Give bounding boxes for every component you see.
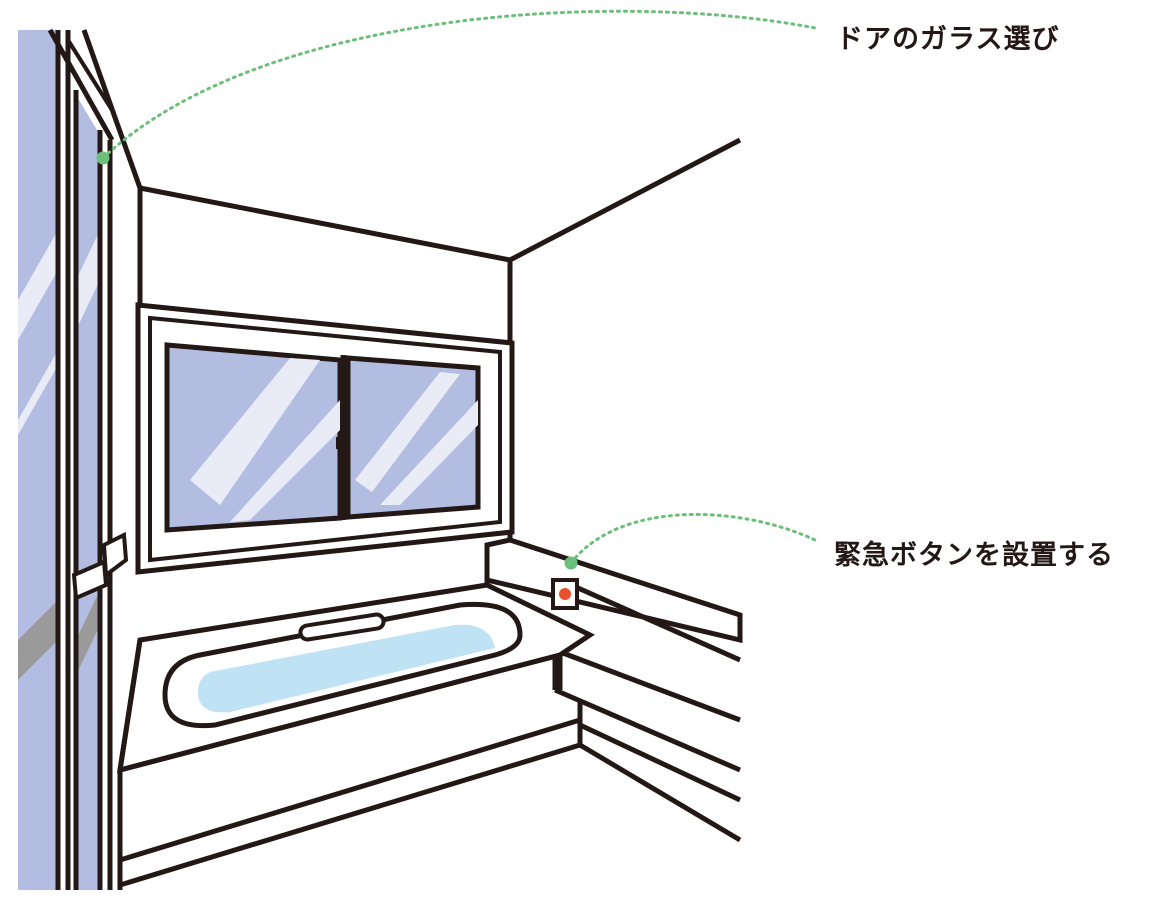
annotation-door-glass: ドアのガラス選び bbox=[836, 24, 1060, 55]
door-handle-icon bbox=[71, 531, 129, 601]
window-reflection bbox=[355, 372, 460, 492]
door-glass-reflection bbox=[18, 350, 58, 435]
window-reflection bbox=[230, 400, 340, 522]
leader-line-door bbox=[101, 9, 817, 160]
emergency-call-button-icon bbox=[551, 578, 579, 610]
bathtub-grab-bar-icon bbox=[298, 612, 386, 642]
door-glass-outer bbox=[18, 30, 58, 890]
side-counter bbox=[484, 537, 743, 843]
door-glass-reflection bbox=[76, 230, 100, 330]
window-reflection bbox=[380, 400, 478, 505]
bathroom-window bbox=[135, 302, 515, 575]
leader-dot-door bbox=[96, 151, 110, 165]
door-frame-line bbox=[66, 38, 114, 112]
window-reflection bbox=[190, 358, 320, 505]
window-lock-icon bbox=[336, 437, 342, 449]
leader-dot-button bbox=[564, 556, 578, 570]
leader-lines bbox=[96, 9, 817, 570]
annotation-emergency-button: 緊急ボタンを設置する bbox=[834, 540, 1114, 571]
door-shadow bbox=[18, 600, 58, 680]
door-frame-line bbox=[47, 28, 115, 142]
door-shadow bbox=[76, 590, 100, 675]
ceiling-corner-line bbox=[81, 29, 143, 189]
door-glass-reflection bbox=[18, 230, 58, 340]
bathtub bbox=[116, 582, 596, 890]
ceiling-wall-line bbox=[508, 137, 742, 263]
tub-water bbox=[197, 624, 495, 713]
bathroom-door bbox=[18, 28, 129, 890]
ceiling-wall-line bbox=[139, 185, 511, 263]
leader-line-button bbox=[569, 512, 817, 565]
door-glass-inner bbox=[76, 95, 100, 890]
